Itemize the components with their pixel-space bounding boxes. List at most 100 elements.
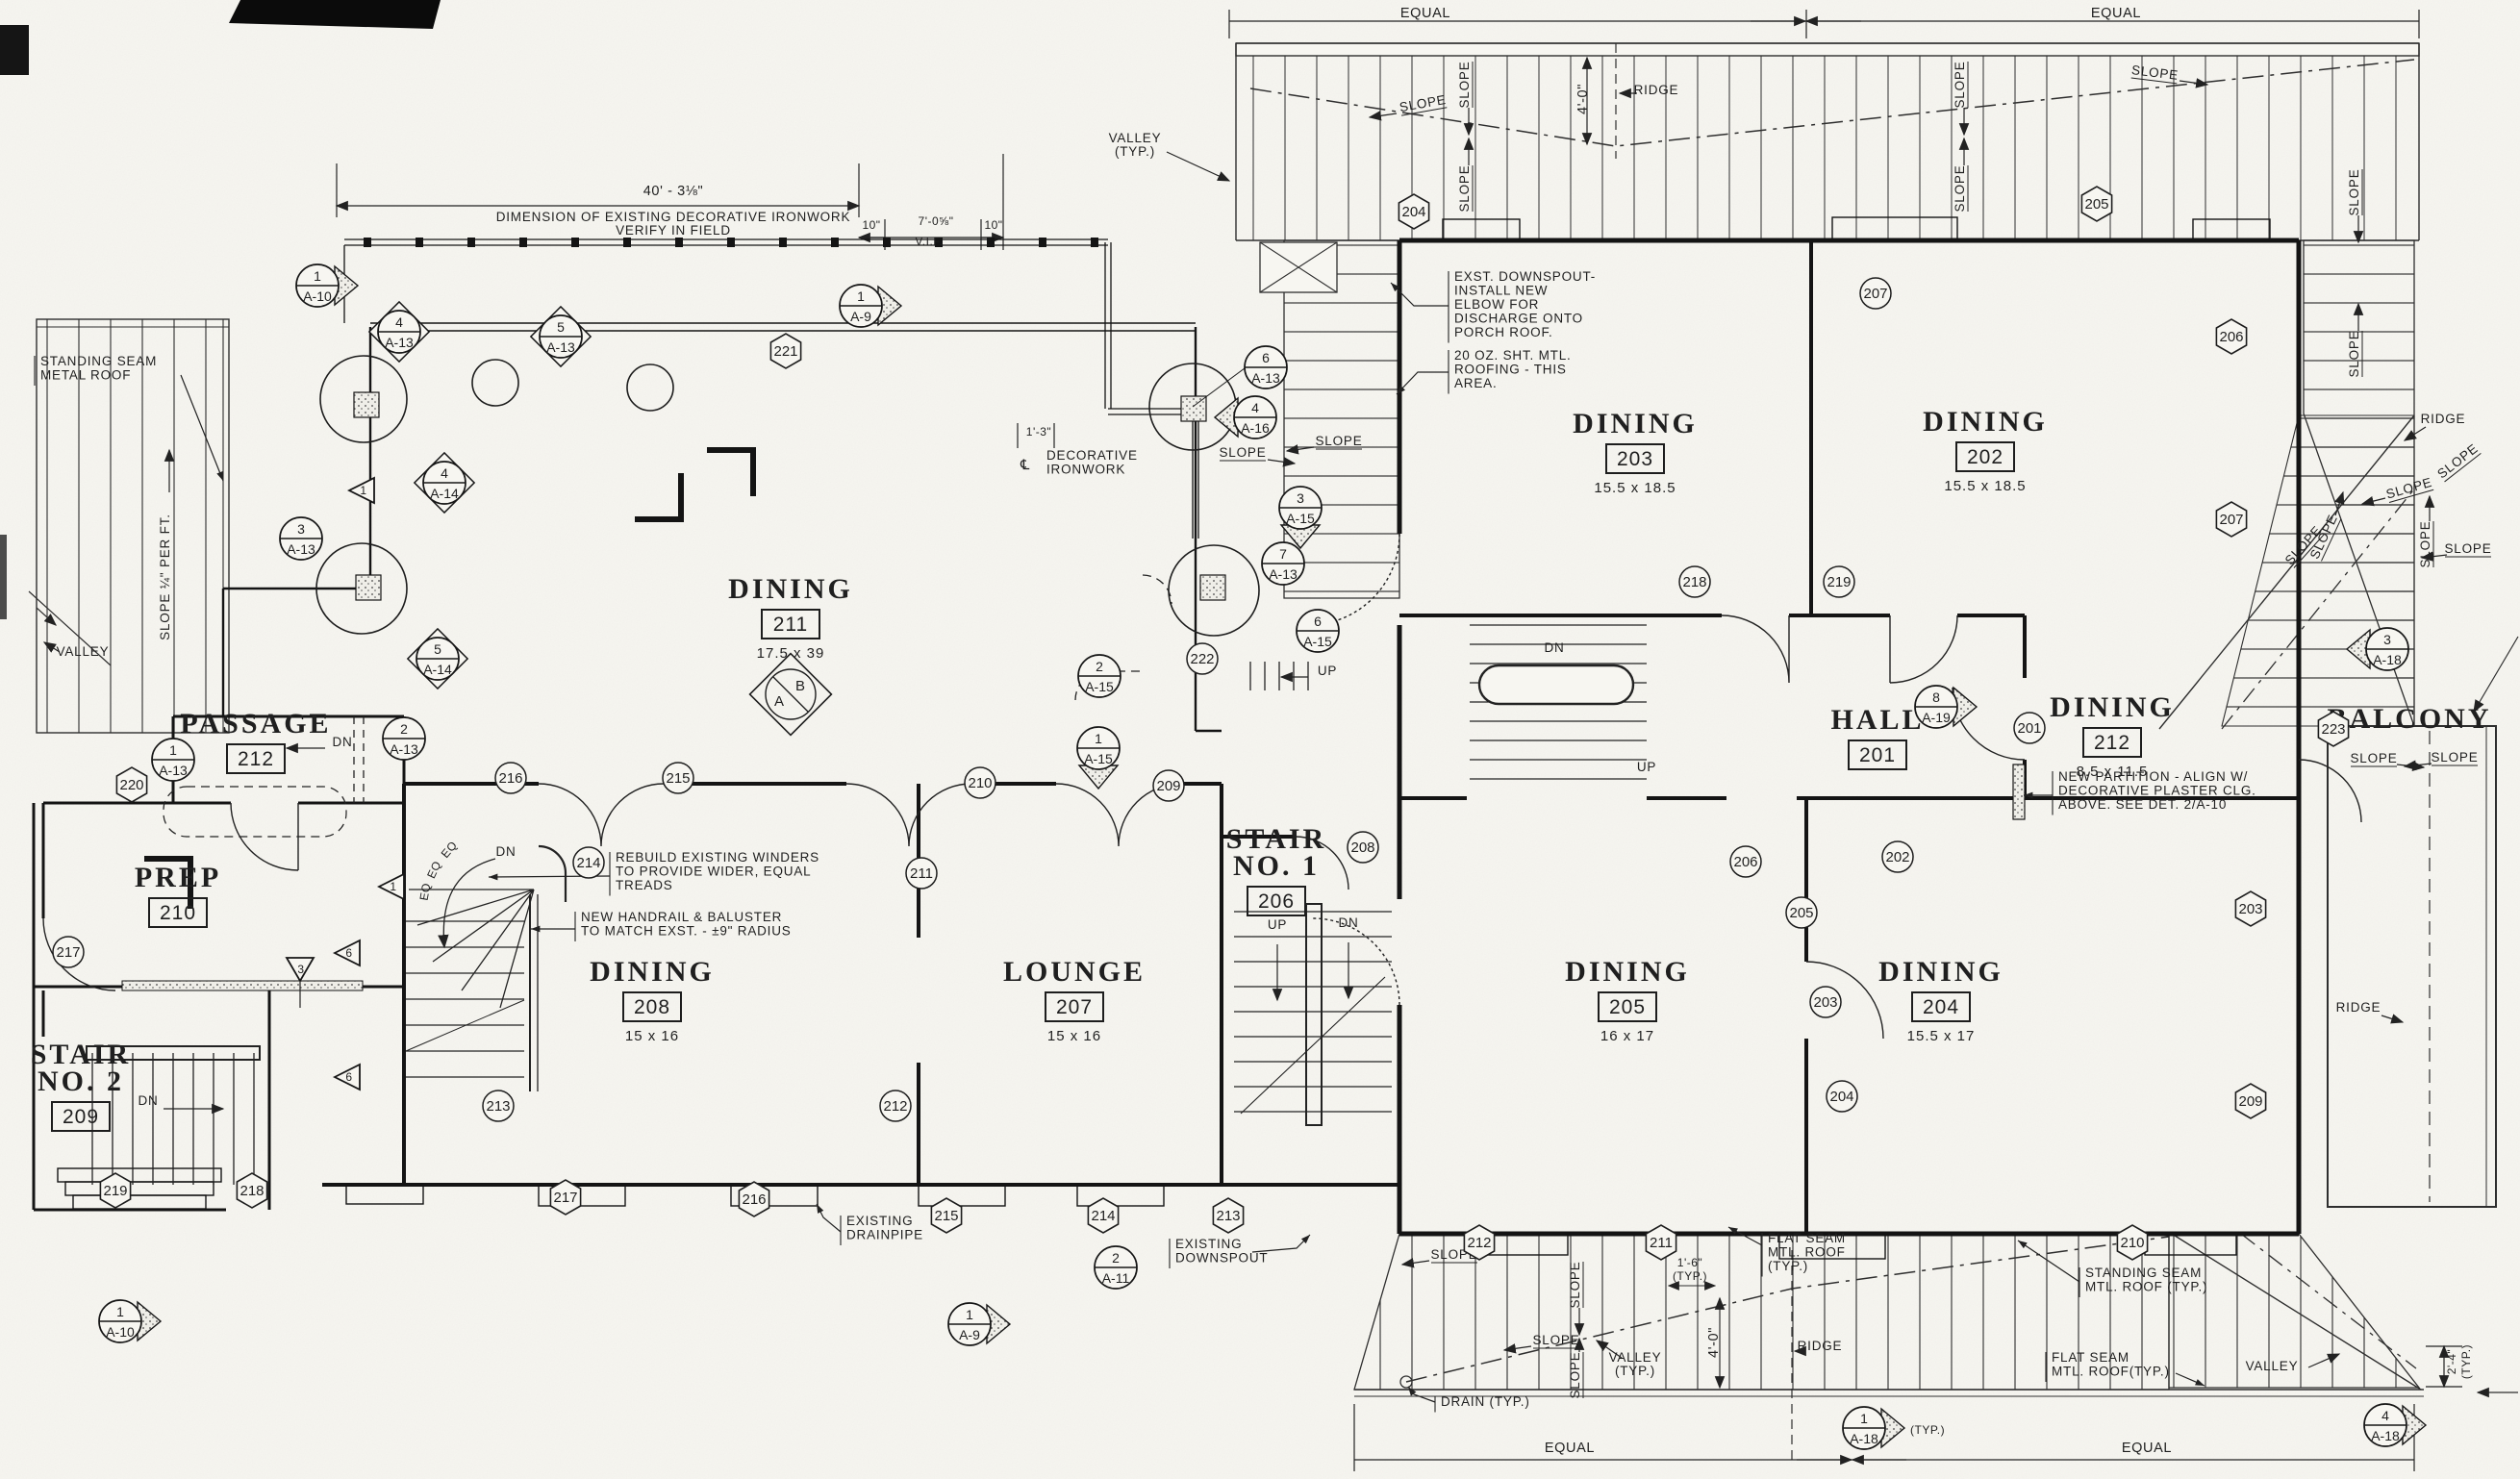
room-number-box xyxy=(1247,886,1306,916)
svg-text:216: 216 xyxy=(498,770,522,787)
svg-text:DINING: DINING xyxy=(1878,956,2003,988)
detail-marker: 5A-13 xyxy=(529,305,592,368)
svg-text:UP: UP xyxy=(1318,664,1337,678)
svg-text:219: 219 xyxy=(1827,574,1851,590)
detail-marker: 1A-13 xyxy=(151,738,195,782)
svg-text:SLOPE: SLOPE xyxy=(1532,1333,1579,1347)
door-tag: 214 xyxy=(572,846,605,879)
svg-text:207: 207 xyxy=(2219,512,2243,528)
svg-text:40' - 3⅛": 40' - 3⅛" xyxy=(643,184,704,199)
room-number-box xyxy=(148,897,208,928)
svg-text:VALLEY: VALLEY xyxy=(2246,1359,2299,1373)
door-tag: 208 xyxy=(1347,831,1379,864)
svg-text:222: 222 xyxy=(1190,651,1214,667)
svg-text:SLOPE: SLOPE xyxy=(1953,61,1967,108)
window-tag: 221 xyxy=(769,333,802,369)
detail-marker: 4A-14 xyxy=(413,451,476,514)
detail-number: 4 xyxy=(395,314,403,330)
label: UP xyxy=(1279,664,1337,683)
label: SLOPE xyxy=(1502,1333,1579,1354)
room-number-box xyxy=(1598,991,1657,1022)
door-tag: 218 xyxy=(1678,565,1711,598)
svg-text:VERIFY IN FIELD: VERIFY IN FIELD xyxy=(616,223,731,238)
door-tag: 201 xyxy=(2013,712,2046,744)
svg-text:SLOPE: SLOPE xyxy=(2130,63,2179,83)
label: RIDGE xyxy=(2336,1000,2405,1024)
svg-text:211: 211 xyxy=(1650,1235,1673,1251)
svg-text:EQUAL: EQUAL xyxy=(1400,6,1450,21)
detail-number: 2 xyxy=(1112,1250,1120,1266)
label: 1'-6" xyxy=(1677,1256,1702,1269)
window-tag: 214 xyxy=(1087,1197,1120,1234)
room-size: 15 x 16 xyxy=(625,1028,679,1044)
svg-text:217: 217 xyxy=(56,944,80,961)
svg-text:SLOPE: SLOPE xyxy=(1315,434,1362,448)
door-tag: 211 xyxy=(905,857,938,890)
label: SLOPE xyxy=(2130,63,2209,88)
svg-text:(TYP.): (TYP.) xyxy=(1615,1364,1655,1378)
svg-text:VALLEY: VALLEY xyxy=(1609,1350,1662,1365)
label: SLOPE xyxy=(1285,434,1362,455)
detail-number: 3 xyxy=(2383,632,2391,647)
label: (TYP.) xyxy=(2459,1344,2473,1379)
sheet-number: A-15 xyxy=(1303,634,1332,649)
sheet-number: A-14 xyxy=(423,662,452,677)
svg-text:PREP: PREP xyxy=(135,862,221,893)
label: DN xyxy=(495,844,515,859)
svg-text:NO. 2: NO. 2 xyxy=(38,1065,124,1097)
label: 10" xyxy=(984,218,1002,232)
svg-text:220: 220 xyxy=(119,777,143,793)
detail-markers: 1A-101A-101A-91A-92A-111A-132A-133A-136A… xyxy=(98,263,2428,1450)
svg-text:(TYP.): (TYP.) xyxy=(1673,1269,1707,1283)
room-number-box xyxy=(1045,991,1104,1022)
detail-marker: 4A-16 xyxy=(1213,395,1277,439)
label: DN xyxy=(138,1093,225,1115)
svg-text:℄: ℄ xyxy=(1020,458,1030,473)
sheet-number: A-9 xyxy=(959,1327,980,1342)
svg-text:6: 6 xyxy=(345,946,352,960)
label: V.I.F. xyxy=(915,235,943,248)
svg-text:EQUAL: EQUAL xyxy=(2091,6,2141,21)
label: SLOPE xyxy=(1457,137,1474,213)
window-tag: 205 xyxy=(2080,186,2113,222)
sheet-number: A-13 xyxy=(385,335,414,350)
room-number: 207 xyxy=(1056,996,1093,1018)
svg-text:SLOPE: SLOPE xyxy=(2350,751,2397,765)
svg-text:RIDGE: RIDGE xyxy=(1634,83,1679,97)
svg-text:NEW PARTITION - ALIGN W/DECORA: NEW PARTITION - ALIGN W/DECORATIVE PLAST… xyxy=(2058,769,2256,812)
door-tag: 206 xyxy=(1729,845,1762,878)
doors xyxy=(42,533,2362,1040)
svg-text:(TYP.): (TYP.) xyxy=(1115,144,1155,159)
door-tag: 207 xyxy=(1859,277,1892,310)
svg-text:10": 10" xyxy=(862,218,880,232)
svg-text:HALL: HALL xyxy=(1830,704,1924,736)
door-tag: 203 xyxy=(1809,986,1842,1018)
roof-hatching xyxy=(28,42,2519,1464)
detail-blowup-circles xyxy=(315,355,1260,637)
room-number: 211 xyxy=(773,614,808,636)
svg-text:B: B xyxy=(795,678,805,694)
svg-text:SLOPE: SLOPE xyxy=(1457,61,1472,108)
svg-text:214: 214 xyxy=(576,855,600,871)
detail-marker: 1A-9 xyxy=(839,284,903,328)
room-number: 203 xyxy=(1617,448,1653,470)
svg-text:6: 6 xyxy=(345,1070,352,1084)
svg-text:RIDGE: RIDGE xyxy=(2421,412,2466,426)
label: SLOPE xyxy=(1568,1261,1585,1337)
sheet-number: A-13 xyxy=(546,339,575,355)
window-tag: 209 xyxy=(2234,1083,2267,1119)
svg-text:202: 202 xyxy=(1885,849,1909,865)
door-tag: 219 xyxy=(1823,565,1855,598)
svg-text:214: 214 xyxy=(1091,1208,1115,1224)
svg-text:215: 215 xyxy=(666,770,690,787)
